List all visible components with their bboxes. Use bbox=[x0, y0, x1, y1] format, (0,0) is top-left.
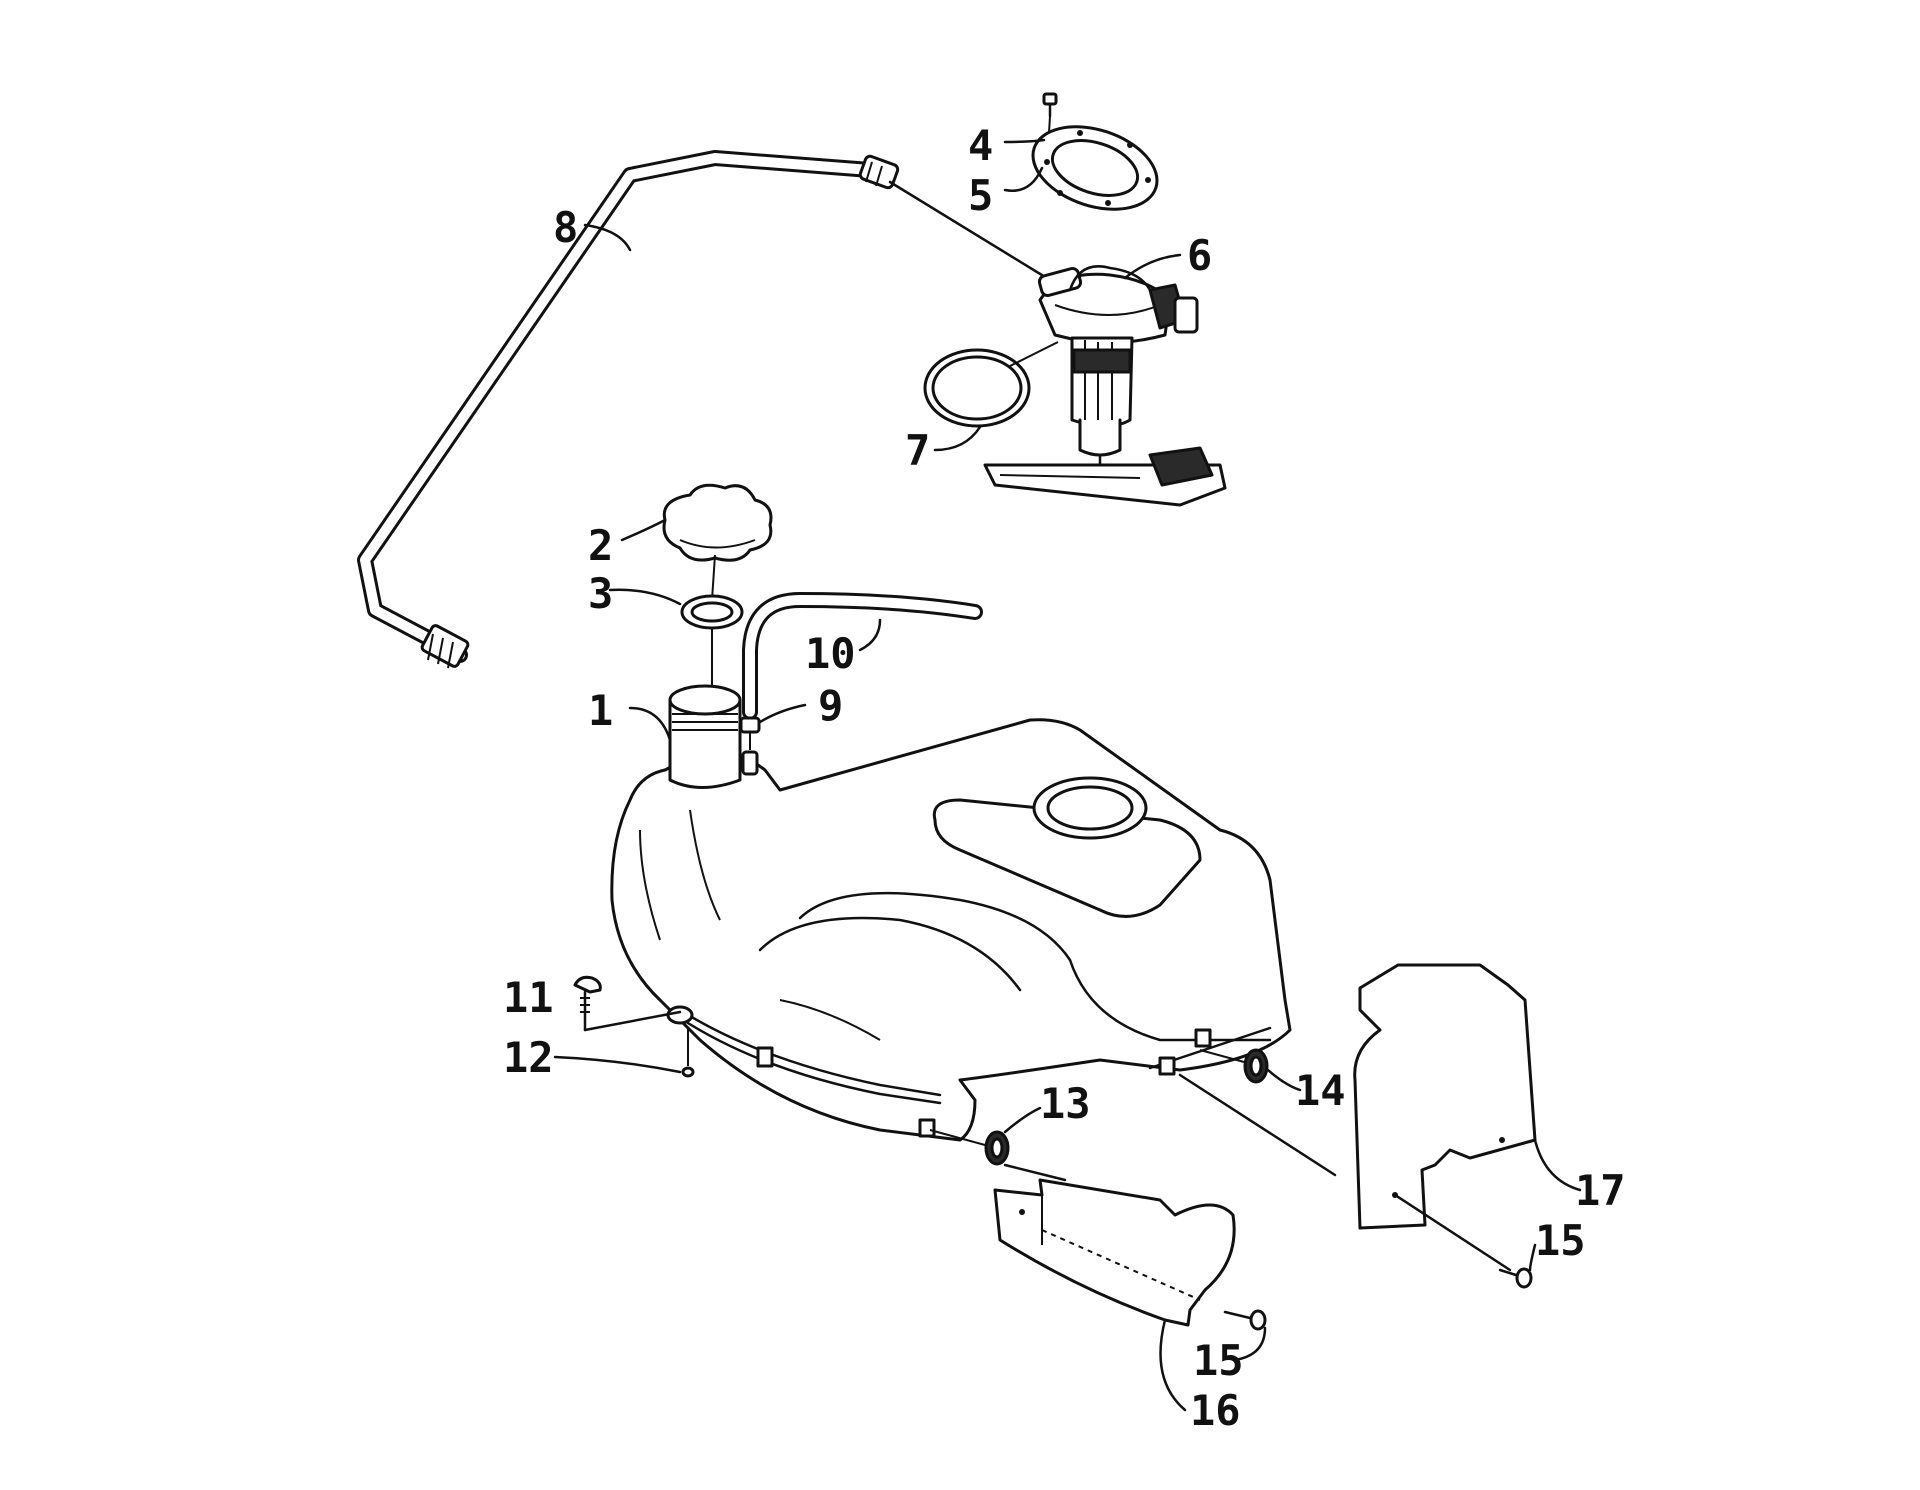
callout-2: 2 bbox=[588, 521, 613, 570]
callout-5: 5 bbox=[968, 171, 993, 220]
callout-labels: 1 2 3 4 5 6 7 8 9 10 11 12 13 14 15 15 1… bbox=[503, 121, 1626, 1435]
part-5-gasket bbox=[1031, 125, 1159, 211]
callout-8: 8 bbox=[553, 203, 578, 252]
part-7-o-ring bbox=[923, 341, 1059, 428]
part-9-vent-fitting bbox=[739, 716, 761, 750]
callout-16: 16 bbox=[1190, 1386, 1241, 1435]
part-10-vent-hose bbox=[742, 592, 983, 720]
part-2-fuel-cap bbox=[662, 483, 773, 601]
callout-17: 17 bbox=[1575, 1166, 1626, 1215]
callout-12: 12 bbox=[503, 1033, 554, 1082]
part-12-nut bbox=[681, 1028, 695, 1078]
part-15-screw-right bbox=[1498, 1267, 1533, 1289]
part-14-grommet bbox=[1199, 1048, 1269, 1084]
part-6-fuel-pump-assembly bbox=[983, 265, 1227, 507]
callout-13: 13 bbox=[1040, 1079, 1091, 1128]
leader-lines bbox=[553, 138, 1582, 1412]
part-3-cap-seal bbox=[680, 594, 744, 690]
callout-15-lower: 15 bbox=[1193, 1336, 1244, 1385]
callout-1: 1 bbox=[588, 686, 613, 735]
callout-9: 9 bbox=[818, 681, 843, 730]
callout-6: 6 bbox=[1187, 231, 1212, 280]
callout-11: 11 bbox=[503, 973, 554, 1022]
part-16-heat-shield bbox=[993, 1163, 1236, 1327]
callout-15-right: 15 bbox=[1535, 1216, 1586, 1265]
part-17-heat-shield bbox=[1178, 963, 1537, 1272]
part-13-grommet bbox=[929, 1129, 1010, 1166]
callout-3: 3 bbox=[588, 569, 613, 618]
part-8-fuel-hose bbox=[357, 150, 1052, 669]
part-1-fuel-tank bbox=[610, 684, 1292, 1142]
part-11-screw bbox=[573, 975, 602, 1032]
part-15-screw-lower bbox=[1223, 1309, 1267, 1331]
callout-10: 10 bbox=[805, 629, 856, 678]
callout-4: 4 bbox=[968, 121, 993, 170]
callout-7: 7 bbox=[905, 426, 930, 475]
callout-14: 14 bbox=[1295, 1066, 1346, 1115]
